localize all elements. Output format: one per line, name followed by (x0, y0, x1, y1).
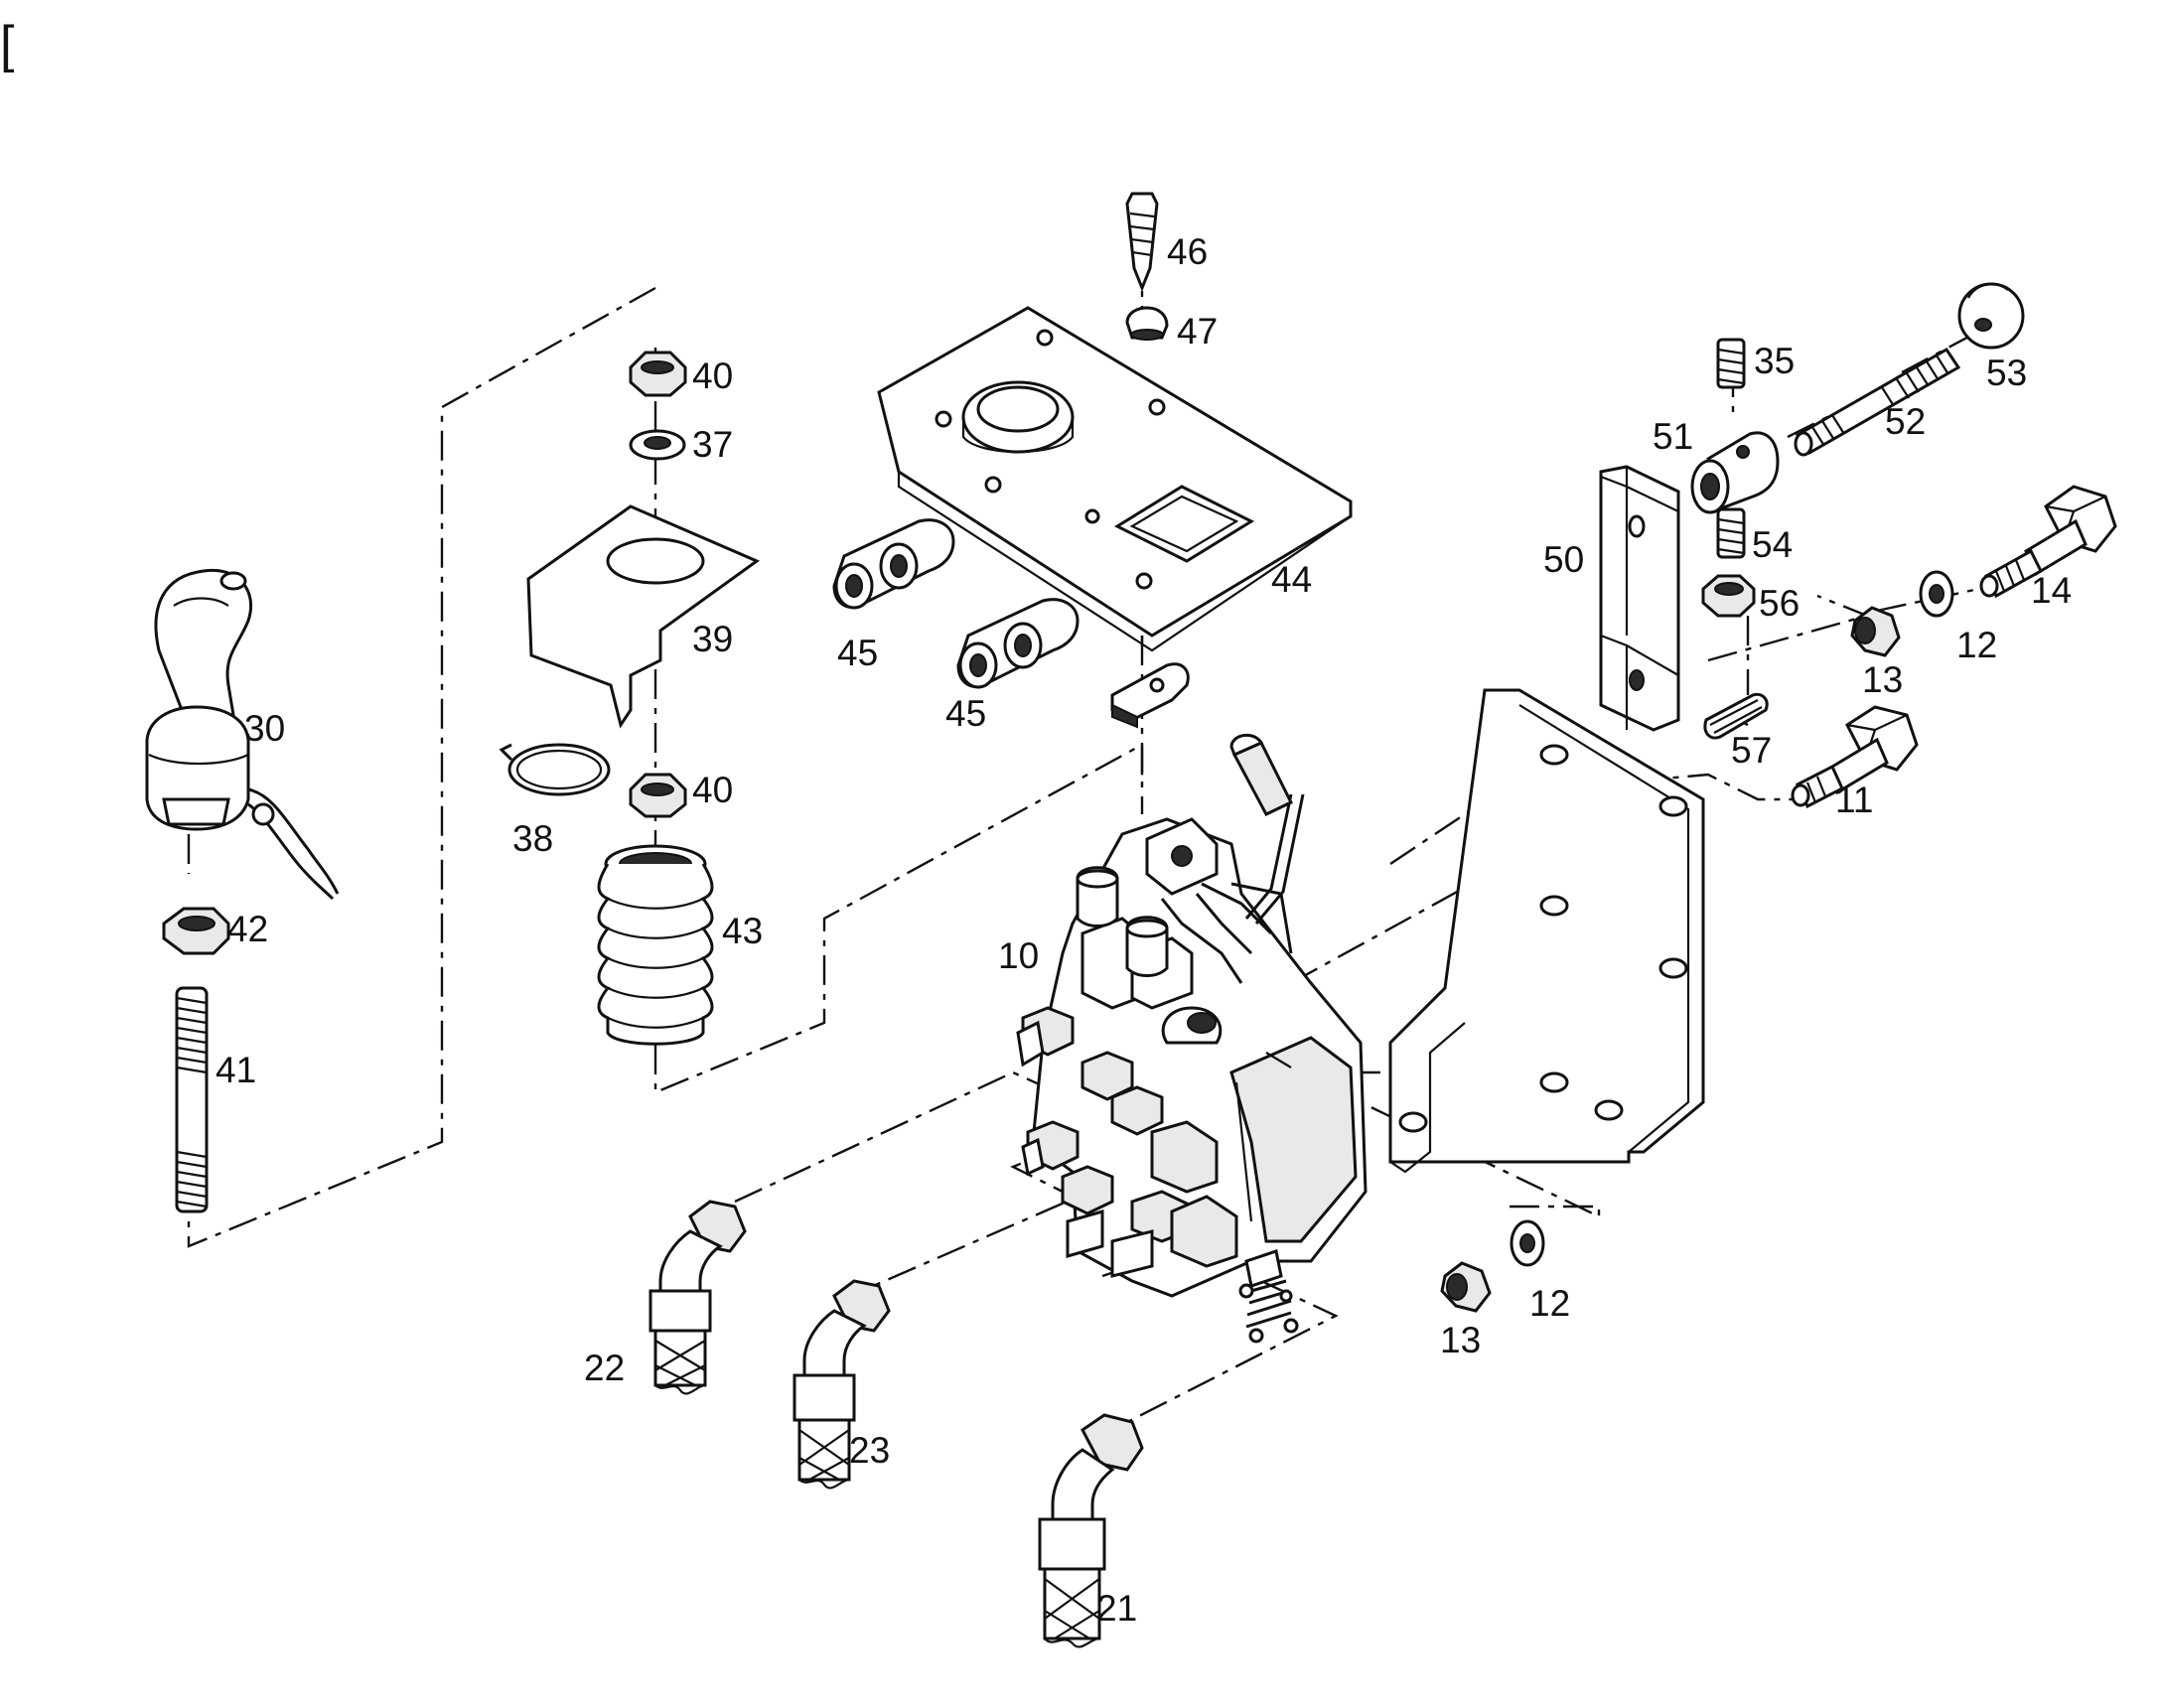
label-23: 23 (849, 1430, 890, 1471)
label-51: 51 (1653, 416, 1693, 457)
set-screw (1716, 338, 1746, 389)
label-46: 46 (1167, 231, 1208, 272)
label-12-top: 12 (1956, 625, 1997, 665)
label-52: 52 (1885, 401, 1926, 442)
nut-mid (629, 773, 687, 818)
label-12-bottom: 12 (1529, 1283, 1570, 1324)
label-37: 37 (692, 424, 733, 465)
nut-13-bottom (1440, 1261, 1492, 1313)
control-valve (1016, 733, 1368, 1344)
bushing-a (832, 518, 955, 610)
label-13-top: 13 (1862, 659, 1903, 700)
label-57: 57 (1731, 730, 1772, 771)
label-45-a: 45 (837, 633, 878, 673)
bushing-b (956, 598, 1080, 689)
label-39: 39 (692, 619, 733, 659)
label-54: 54 (1752, 524, 1793, 565)
mounting-plate (1388, 688, 1705, 1174)
joystick-handle (145, 568, 340, 901)
label-42: 42 (227, 909, 268, 949)
washer (629, 429, 686, 461)
fitting-22 (648, 1200, 747, 1395)
label-10: 10 (998, 935, 1039, 976)
label-40-top: 40 (692, 356, 733, 396)
label-47: 47 (1177, 311, 1218, 352)
bolt-14 (1979, 485, 2117, 599)
label-21: 21 (1096, 1588, 1137, 1629)
label-13-bottom: 13 (1440, 1320, 1481, 1360)
valve-clip (1110, 662, 1190, 729)
part-labels: 46 47 40 37 39 40 38 43 30 42 41 44 45 4… (216, 231, 2072, 1629)
label-11: 11 (1835, 780, 1873, 820)
lock-nut (1701, 574, 1756, 618)
cap-screw (1125, 192, 1159, 293)
threaded-rod (1794, 348, 1961, 457)
bolt-11 (1791, 705, 1919, 809)
label-56: 56 (1759, 583, 1800, 624)
nut-top (629, 351, 687, 397)
fitting-21 (1038, 1413, 1144, 1648)
handle-nut (162, 907, 230, 955)
label-30: 30 (244, 708, 285, 749)
washer-12-bottom (1510, 1219, 1545, 1267)
cover-plate (877, 306, 1353, 652)
roll-pin (1703, 692, 1769, 740)
knob (1957, 282, 2025, 350)
label-38: 38 (512, 818, 553, 859)
bracket (526, 504, 761, 729)
nut-13-top (1850, 606, 1901, 657)
washer-12-top (1919, 570, 1954, 618)
label-43: 43 (722, 911, 763, 951)
rod-end (1690, 431, 1780, 514)
label-22: 22 (584, 1348, 625, 1388)
set-screw-lower (1716, 507, 1746, 559)
label-35: 35 (1754, 341, 1795, 381)
label-40-mid: 40 (692, 770, 733, 810)
bellows (597, 844, 714, 1046)
fitting-23 (792, 1279, 891, 1490)
label-44: 44 (1271, 559, 1312, 600)
label-45-b: 45 (945, 693, 986, 734)
lever-arm (1599, 465, 1680, 732)
hose-clamp (499, 743, 611, 796)
label-53: 53 (1986, 353, 2027, 393)
label-41: 41 (216, 1050, 256, 1090)
corner-mark: [ (0, 16, 15, 73)
label-14: 14 (2031, 570, 2072, 611)
threaded-stud (175, 986, 209, 1213)
label-50: 50 (1543, 539, 1584, 580)
cup-washer (1125, 306, 1169, 341)
